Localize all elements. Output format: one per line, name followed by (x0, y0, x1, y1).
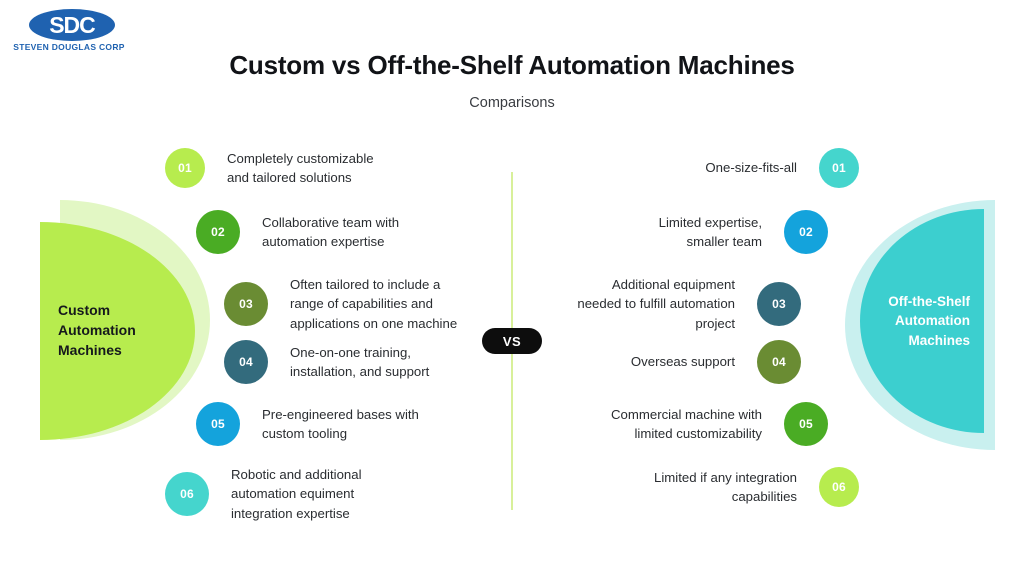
item-number-badge: 01 (819, 148, 859, 188)
comparison-item-left-01: 01 Completely customizable and tailored s… (165, 148, 437, 188)
item-number-badge: 03 (757, 282, 801, 327)
comparison-item-right-05: 05 Commercial machine with limited custom… (557, 402, 828, 446)
item-text: Limited if any integration capabilities (654, 469, 797, 504)
left-panel-label: Custom Automation Machines (58, 302, 136, 358)
company-logo: SDC STEVEN DOUGLAS CORP (10, 8, 128, 56)
item-text: Pre-engineered bases with custom tooling (262, 406, 419, 441)
item-number-badge: 03 (224, 282, 268, 327)
item-number-badge: 02 (784, 210, 828, 254)
item-number-badge: 01 (165, 148, 205, 188)
sdc-logo-icon: SDC (29, 9, 115, 41)
comparison-item-left-05: 05 Pre-engineered bases with custom tooli… (196, 402, 467, 446)
comparison-item-right-01: 01 One-size-fits-all (587, 148, 859, 188)
item-text: Commercial machine with limited customiz… (611, 406, 762, 441)
vs-badge: VS (482, 328, 542, 354)
item-text: Completely customizable and tailored sol… (227, 150, 374, 185)
item-text: Overseas support (630, 354, 735, 370)
comparison-item-left-03: 03 Often tailored to include a range of c… (224, 275, 495, 333)
comparison-item-right-02: 02 Limited expertise, smaller team (562, 210, 828, 254)
comparison-item-right-04: 04 Overseas support (535, 340, 801, 384)
item-number-badge: 04 (224, 340, 268, 384)
item-number-badge: 02 (196, 210, 240, 254)
item-text: Robotic and additional automation equime… (231, 467, 362, 521)
item-number-badge: 05 (784, 402, 828, 446)
item-text: One-size-fits-all (705, 160, 797, 176)
comparison-item-left-02: 02 Collaborative team with automation exp… (196, 210, 462, 254)
comparison-item-right-06: 06 Limited if any integration capabilitie… (592, 467, 859, 507)
page-subtitle: Comparisons (469, 95, 555, 111)
item-number-badge: 06 (819, 467, 859, 507)
comparison-item-left-06: 06 Robotic and additional automation equi… (165, 465, 436, 523)
item-text: One-on-one training, installation, and s… (290, 344, 430, 379)
item-text: Often tailored to include a range of cap… (290, 277, 458, 331)
item-text: Additional equipment needed to fulfill a… (577, 277, 735, 331)
svg-text:SDC: SDC (49, 12, 95, 38)
comparison-item-left-04: 04 One-on-one training, installation, and… (224, 340, 490, 384)
page-title: Custom vs Off-the-Shelf Automation Machi… (229, 50, 795, 80)
item-text: Limited expertise, smaller team (658, 214, 762, 249)
item-number-badge: 05 (196, 402, 240, 446)
comparison-item-right-03: 03 Additional equipment needed to fulfill… (530, 275, 801, 333)
right-panel-label: Off-the-Shelf Automation Machines (888, 294, 970, 348)
item-text: Collaborative team with automation exper… (262, 214, 400, 249)
item-number-badge: 06 (165, 472, 209, 517)
item-number-badge: 04 (757, 340, 801, 384)
logo-tagline: STEVEN DOUGLAS CORP (13, 42, 125, 52)
